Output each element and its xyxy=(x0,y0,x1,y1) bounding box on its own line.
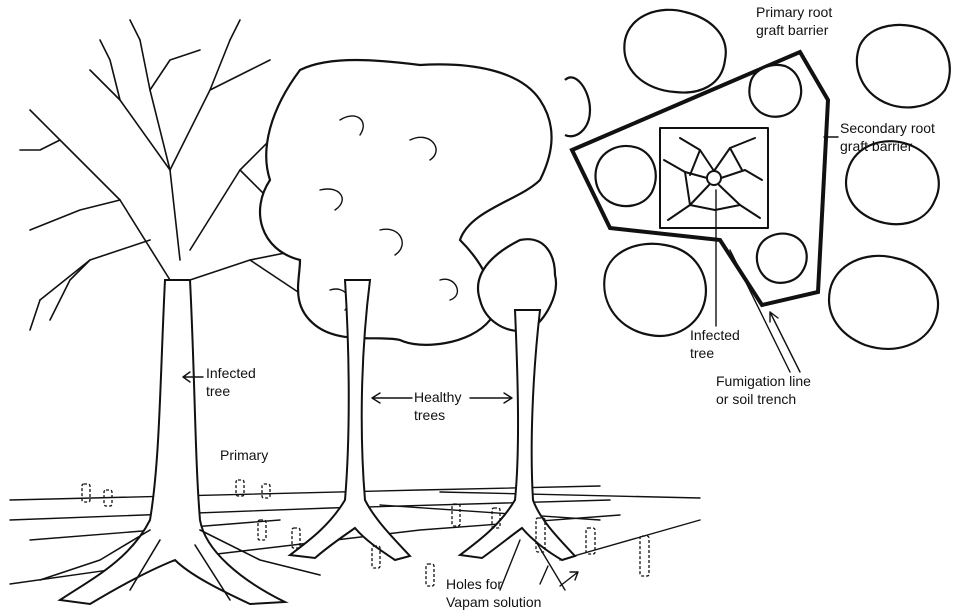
label-healthy-trees: Healthy trees xyxy=(372,389,512,423)
healthy-tree-right xyxy=(460,239,575,590)
canopy xyxy=(749,65,801,117)
canopy xyxy=(829,256,938,349)
label-holes-line1: Holes for xyxy=(446,576,502,592)
healthy-tree-right-trunk xyxy=(460,310,575,560)
label-infected-tree-left-line1: Infected xyxy=(206,365,256,381)
pointer-arrow xyxy=(560,572,578,586)
label-primary-barrier: Primary root graft barrier xyxy=(756,4,832,38)
vapam-hole xyxy=(262,484,270,498)
label-holes-line2: Vapam solution xyxy=(446,594,541,610)
canopy xyxy=(565,77,590,136)
vapam-hole xyxy=(236,480,244,496)
vapam-hole xyxy=(426,564,434,586)
label-infected-tree-right-line1: Infected xyxy=(690,327,740,343)
root-network xyxy=(660,128,768,228)
vapam-hole xyxy=(452,504,460,526)
canopy xyxy=(757,234,807,283)
label-fumigation-line1: Fumigation line xyxy=(716,373,811,389)
vapam-hole xyxy=(258,520,266,540)
plan-view: Primary root graft barrier Secondary roo… xyxy=(565,4,950,407)
label-fumigation-line2: or soil trench xyxy=(716,391,796,407)
canopy xyxy=(857,25,950,107)
label-secondary-barrier-line2: graft barrier xyxy=(840,138,913,154)
label-primary-barrier-line2: graft barrier xyxy=(756,22,829,38)
label-infected-tree-right-line2: tree xyxy=(690,345,714,361)
canopy xyxy=(596,146,656,206)
label-healthy-trees-line2: trees xyxy=(414,407,445,423)
pointer-arrow xyxy=(372,393,412,403)
vapam-hole xyxy=(640,536,649,576)
pointer-arrow xyxy=(470,393,512,403)
label-holes: Holes for Vapam solution xyxy=(446,566,578,610)
label-secondary-barrier-line1: Secondary root xyxy=(840,120,935,136)
pointer-arrow xyxy=(540,566,548,584)
label-primary: Primary xyxy=(220,447,268,463)
label-healthy-trees-line1: Healthy xyxy=(414,389,461,405)
infected-tree-core xyxy=(707,171,721,185)
vapam-hole xyxy=(82,484,90,502)
canopy xyxy=(604,244,706,336)
label-infected-tree-left-line2: tree xyxy=(206,383,230,399)
canopy xyxy=(624,10,725,93)
label-primary-barrier-line1: Primary root xyxy=(756,4,832,20)
